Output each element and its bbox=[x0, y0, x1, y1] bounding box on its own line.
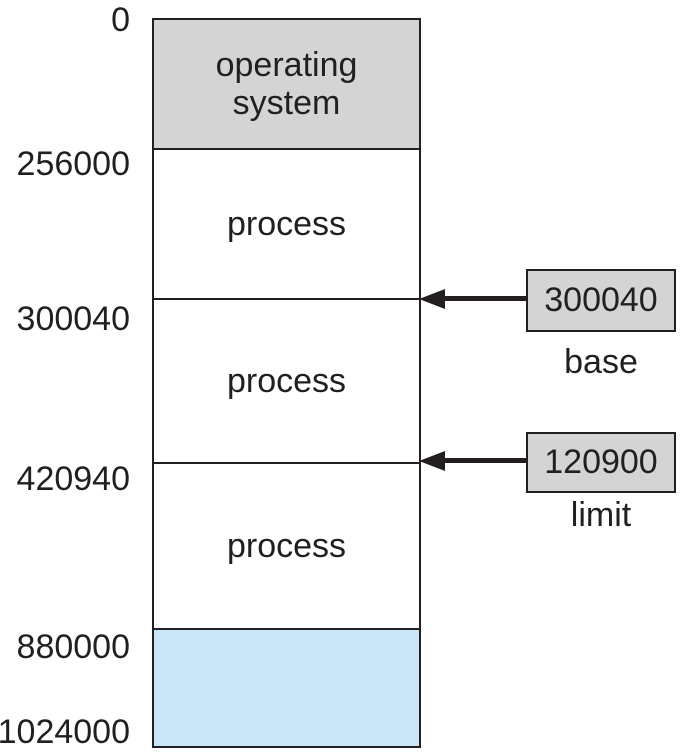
address-label-420940: 420940 bbox=[16, 460, 130, 498]
address-label-256000: 256000 bbox=[16, 145, 130, 183]
segment-label: process bbox=[226, 361, 347, 400]
limit-register-label: limit bbox=[570, 496, 632, 534]
segment-process-2: process bbox=[154, 300, 419, 464]
arrow-shaft bbox=[441, 458, 527, 463]
limit-arrow-left-icon bbox=[419, 451, 527, 471]
segment-label: process bbox=[226, 526, 347, 565]
segment-free-space bbox=[154, 630, 419, 746]
segment-label: operating system bbox=[215, 45, 358, 122]
base-register-box: 300040 bbox=[526, 269, 676, 332]
address-label-0: 0 bbox=[111, 1, 130, 39]
segment-process-3: process bbox=[154, 464, 419, 630]
limit-register-box: 120900 bbox=[526, 432, 676, 493]
address-label-1024000: 1024000 bbox=[0, 713, 130, 751]
base-register-value: 300040 bbox=[544, 281, 658, 319]
address-label-880000: 880000 bbox=[16, 628, 130, 666]
address-label-300040: 300040 bbox=[16, 300, 130, 338]
segment-operating-system: operating system bbox=[154, 20, 419, 150]
segment-process-1: process bbox=[154, 150, 419, 300]
arrow-head-icon bbox=[419, 451, 445, 471]
arrow-shaft bbox=[441, 296, 527, 301]
arrow-head-icon bbox=[419, 289, 445, 309]
limit-register-value: 120900 bbox=[544, 443, 658, 481]
base-arrow-left-icon bbox=[419, 289, 527, 309]
base-register-label: base bbox=[564, 343, 638, 381]
memory-map: operating system process process process bbox=[152, 18, 421, 748]
segment-label: process bbox=[226, 204, 347, 243]
